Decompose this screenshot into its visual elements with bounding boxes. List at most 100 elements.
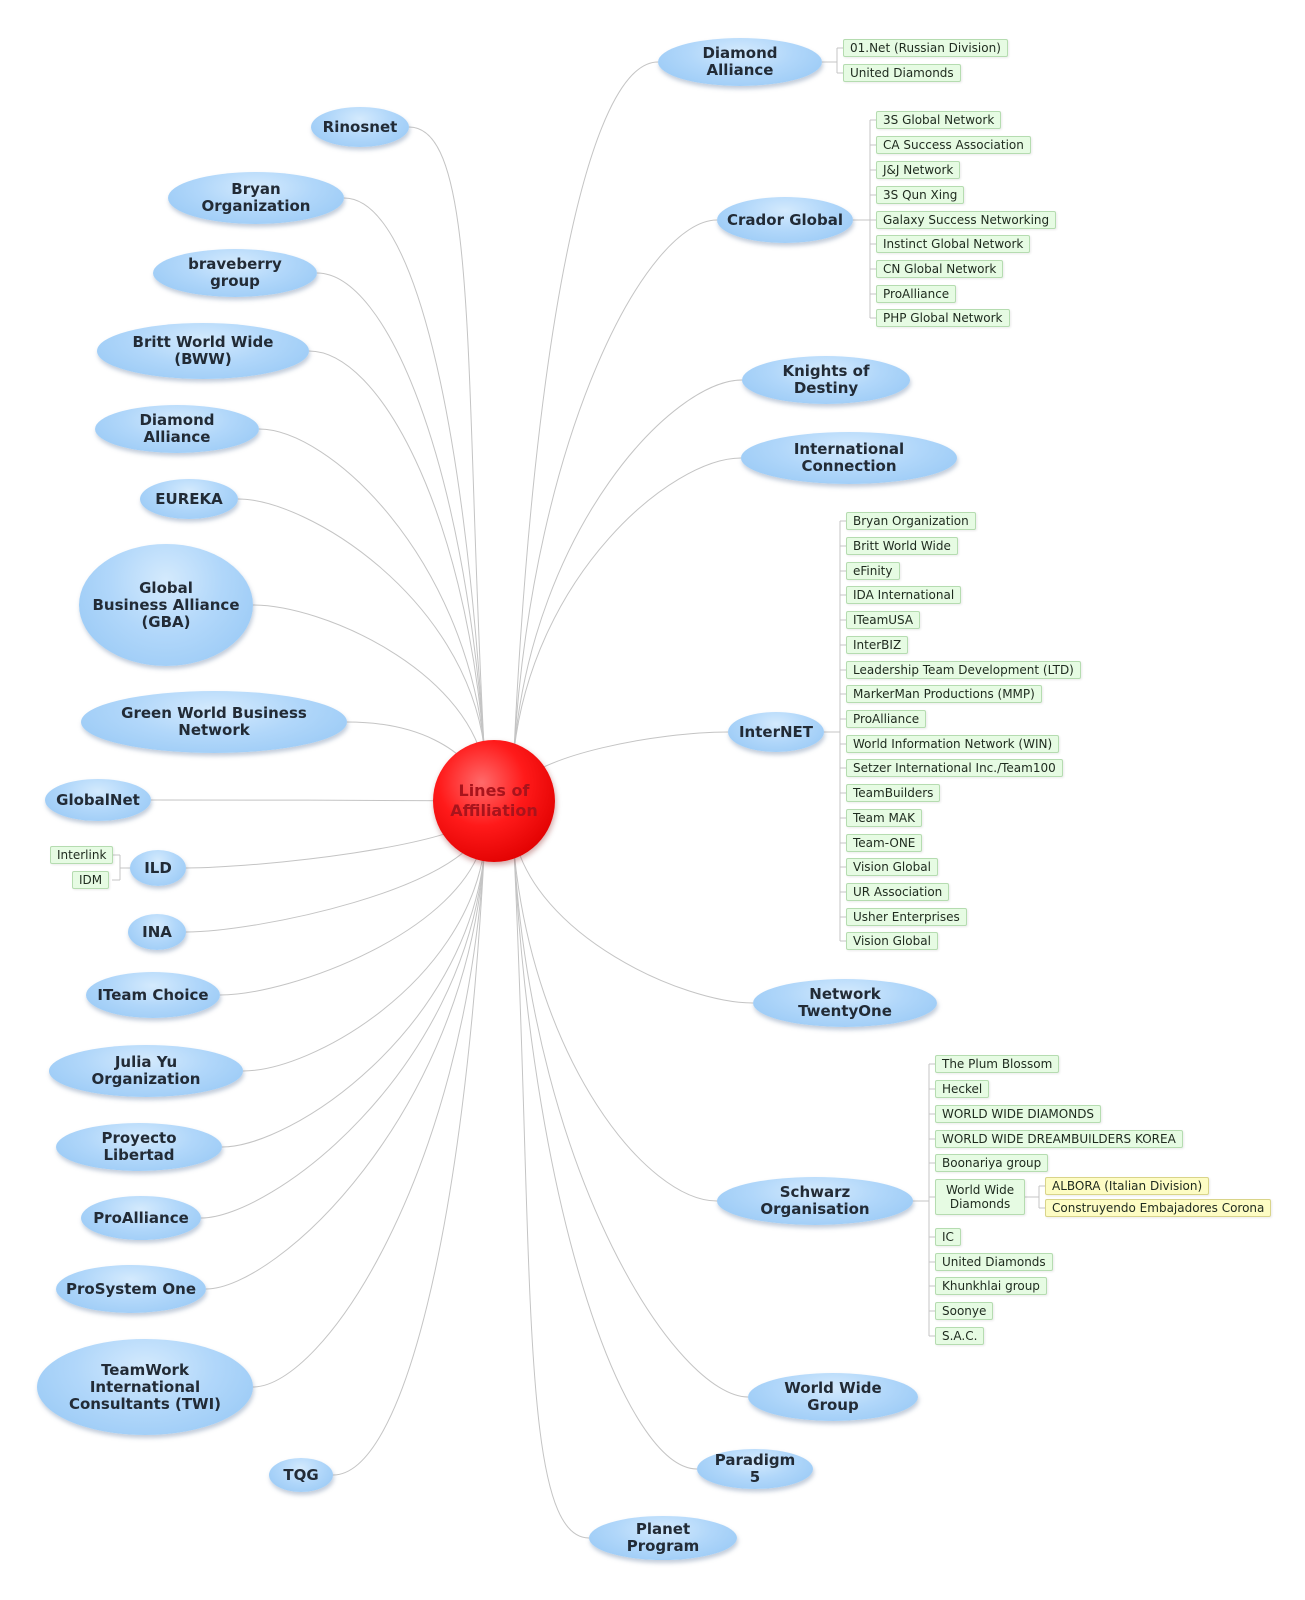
- topic-iteam-choice[interactable]: ITeam Choice: [86, 972, 220, 1018]
- central-topic[interactable]: Lines of Affiliation: [433, 740, 555, 862]
- leaf-teambuilders[interactable]: TeamBuilders: [846, 784, 941, 802]
- leaf-idm[interactable]: IDM: [72, 871, 110, 889]
- leaf-proalliance[interactable]: ProAlliance: [876, 285, 957, 303]
- leaf-vision-global[interactable]: Vision Global: [846, 932, 938, 950]
- leaf-world-wide-diamonds[interactable]: World Wide Diamonds: [935, 1179, 1026, 1215]
- leaf-ur-association[interactable]: UR Association: [846, 883, 950, 901]
- connector-line: [252, 855, 485, 1388]
- topic-label: International Connection: [793, 440, 905, 475]
- leaf-world-information-network[interactable]: World Information Network (WIN): [846, 735, 1060, 753]
- leaf-ida-international[interactable]: IDA International: [846, 586, 962, 604]
- connector-line: [200, 855, 485, 1219]
- leaf-interlink[interactable]: Interlink: [50, 846, 114, 864]
- topic-label: Diamond Alliance: [139, 411, 215, 446]
- topic-eureka[interactable]: EUREKA: [140, 479, 238, 519]
- leaf-3s-global-network[interactable]: 3S Global Network: [876, 111, 1002, 129]
- leaf-soonye[interactable]: Soonye: [935, 1302, 994, 1320]
- topic-label: TeamWork International Consultants (TWI): [68, 1360, 222, 1413]
- leaf-interbiz[interactable]: InterBIZ: [846, 636, 909, 654]
- leaf-boonariya-group[interactable]: Boonariya group: [935, 1154, 1049, 1172]
- topic-ild[interactable]: ILD: [130, 850, 186, 886]
- leaf-leadership-team-development[interactable]: Leadership Team Development (LTD): [846, 661, 1081, 679]
- leaf-markerman-productions[interactable]: MarkerMan Productions (MMP): [846, 685, 1042, 703]
- leaf-united-diamonds[interactable]: United Diamonds: [935, 1253, 1053, 1271]
- connector-line: [513, 850, 749, 1398]
- topic-julia-yu-organization[interactable]: Julia Yu Organization: [49, 1045, 243, 1097]
- topic-label: InterNET: [738, 722, 814, 741]
- leaf-01net-russian-division[interactable]: 01.Net (Russian Division): [843, 39, 1008, 57]
- leaf-bryan-organization[interactable]: Bryan Organization: [846, 512, 976, 530]
- leaf-3s-qun-xing[interactable]: 3S Qun Xing: [876, 186, 965, 204]
- central-topic-label: Lines of Affiliation: [450, 781, 538, 820]
- topic-global-business-alliance[interactable]: Global Business Alliance (GBA): [79, 544, 253, 666]
- connector-line: [252, 604, 485, 766]
- connector-line: [513, 61, 659, 752]
- topic-diamond-alliance-right[interactable]: Diamond Alliance: [658, 38, 822, 86]
- leaf-cn-global-network[interactable]: CN Global Network: [876, 260, 1004, 278]
- topic-globalnet[interactable]: GlobalNet: [45, 779, 151, 821]
- leaf-efinity[interactable]: eFinity: [846, 562, 900, 580]
- topic-paradigm-5[interactable]: Paradigm 5: [697, 1449, 813, 1489]
- topic-crador-global[interactable]: Crador Global: [717, 197, 853, 243]
- leaf-iteamusa[interactable]: ITeamUSA: [846, 611, 921, 629]
- leaf-vision-global[interactable]: Vision Global: [846, 858, 938, 876]
- topic-label: Crador Global: [727, 210, 843, 229]
- leaf-albora-italian-division[interactable]: ALBORA (Italian Division): [1045, 1177, 1210, 1195]
- topic-teamwork-international[interactable]: TeamWork International Consultants (TWI): [37, 1339, 253, 1435]
- topic-braveberry-group[interactable]: braveberry group: [153, 249, 317, 297]
- topic-bryan-organization[interactable]: Bryan Organization: [168, 172, 344, 224]
- topic-network-twentyone[interactable]: Network TwentyOne: [753, 979, 937, 1027]
- topic-knights-of-destiny[interactable]: Knights of Destiny: [742, 356, 910, 404]
- topic-label: World Wide Group: [784, 1379, 882, 1414]
- leaf-world-wide-dreambuilders-korea[interactable]: WORLD WIDE DREAMBUILDERS KOREA: [935, 1130, 1183, 1148]
- topic-tqg[interactable]: TQG: [269, 1458, 333, 1492]
- topic-label: Schwarz Organisation: [760, 1183, 870, 1218]
- leaf-ca-success-association[interactable]: CA Success Association: [876, 136, 1031, 154]
- leaf-united-diamonds[interactable]: United Diamonds: [843, 64, 961, 82]
- leaf-ic[interactable]: IC: [935, 1228, 961, 1246]
- leaf-the-plum-blossom[interactable]: The Plum Blossom: [935, 1055, 1060, 1073]
- leaf-instinct-global-network[interactable]: Instinct Global Network: [876, 235, 1031, 253]
- topic-label: Knights of Destiny: [782, 362, 870, 397]
- leaf-proalliance[interactable]: ProAlliance: [846, 710, 927, 728]
- topic-international-connection[interactable]: International Connection: [741, 432, 957, 484]
- leaf-britt-world-wide[interactable]: Britt World Wide: [846, 537, 958, 555]
- topic-planet-program[interactable]: Planet Program: [589, 1516, 737, 1560]
- leaf-php-global-network[interactable]: PHP Global Network: [876, 309, 1010, 327]
- leaf-construyendo-embajadores-corona[interactable]: Construyendo Embajadores Corona: [1045, 1199, 1272, 1217]
- connector-line: [513, 457, 742, 752]
- connector-line: [219, 836, 485, 996]
- leaf-usher-enterprises[interactable]: Usher Enterprises: [846, 908, 967, 926]
- topic-schwarz-organisation[interactable]: Schwarz Organisation: [717, 1177, 913, 1225]
- leaf-world-wide-diamonds-caps[interactable]: WORLD WIDE DIAMONDS: [935, 1105, 1102, 1123]
- topic-label: Network TwentyOne: [798, 985, 892, 1020]
- connector-line: [221, 855, 485, 1148]
- leaf-sac[interactable]: S.A.C.: [935, 1327, 985, 1345]
- topic-label: Proyecto Libertad: [101, 1129, 177, 1164]
- topic-proalliance[interactable]: ProAlliance: [81, 1196, 201, 1240]
- leaf-team-one[interactable]: Team-ONE: [846, 834, 923, 852]
- leaf-heckel[interactable]: Heckel: [935, 1080, 990, 1098]
- topic-label: Diamond Alliance: [702, 44, 778, 79]
- topic-ina[interactable]: INA: [128, 914, 186, 950]
- topic-internet[interactable]: InterNET: [728, 712, 824, 752]
- topic-label: ProAlliance: [93, 1208, 189, 1227]
- topic-proyecto-libertad[interactable]: Proyecto Libertad: [56, 1123, 222, 1171]
- topic-label: GlobalNet: [56, 790, 140, 809]
- topic-britt-world-wide[interactable]: Britt World Wide (BWW): [97, 323, 309, 379]
- connector-line: [343, 197, 485, 747]
- topic-prosystem-one[interactable]: ProSystem One: [56, 1265, 206, 1313]
- topic-world-wide-group[interactable]: World Wide Group: [748, 1373, 918, 1421]
- topic-green-world-business-network[interactable]: Green World Business Network: [81, 691, 347, 753]
- topic-rinosnet[interactable]: Rinosnet: [311, 107, 409, 147]
- topic-label: ITeam Choice: [97, 985, 209, 1004]
- leaf-khunkhlai-group[interactable]: Khunkhlai group: [935, 1277, 1047, 1295]
- leaf-setzer-international[interactable]: Setzer International Inc./Team100: [846, 759, 1063, 777]
- leaf-galaxy-success-networking[interactable]: Galaxy Success Networking: [876, 211, 1057, 229]
- topic-label: INA: [142, 922, 172, 941]
- leaf-team-mak[interactable]: Team MAK: [846, 809, 922, 827]
- leaf-jj-network[interactable]: J&J Network: [876, 161, 961, 179]
- topic-diamond-alliance-left[interactable]: Diamond Alliance: [95, 405, 259, 453]
- topic-label: Julia Yu Organization: [91, 1053, 201, 1088]
